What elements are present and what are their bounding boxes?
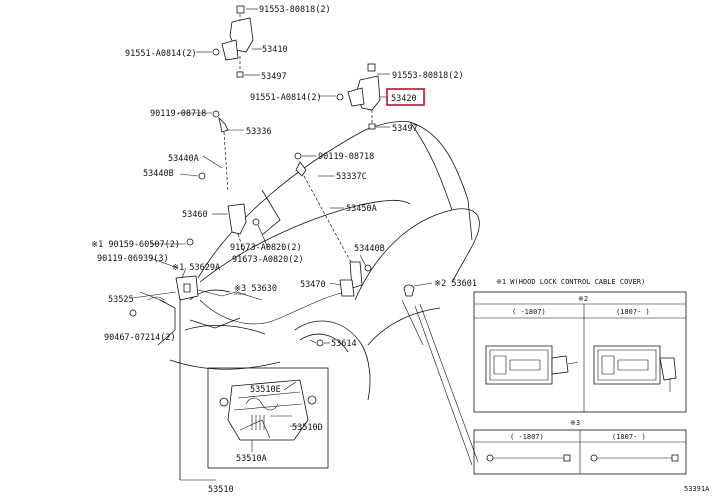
bolt-icon (129, 309, 137, 317)
inset-cable: ※3 ( -1807) (1807- ) (473, 419, 687, 475)
diagram-reference: 53391A (684, 485, 710, 493)
label-53630: ※3 53630 (234, 284, 277, 294)
hood-lock-detail-inset: 53510E 53510D 53510A 53510 (180, 367, 329, 495)
inset-mark-2: ※2 (578, 295, 588, 303)
label-90159: ※1 90159-60507(2) (91, 240, 180, 250)
label-53440A: 53440A (168, 154, 199, 164)
inset-col-right: (1807- ) (616, 308, 650, 316)
label-90119-b: 90119-08718 (318, 152, 374, 162)
hood-lock-release (212, 203, 269, 253)
label-53440B-left: 53440B (143, 169, 174, 179)
label-53450A: 53450A (346, 204, 377, 214)
label-53497-right: 53497 (392, 124, 418, 134)
label-90119-a: 90119-08718 (150, 109, 206, 119)
label-91551-right: 91551-A0814(2) (250, 93, 322, 103)
inset-title: ※1 W(HOOD LOCK CONTROL CABLE COVER) (496, 278, 645, 286)
label-90467: 90467-07214(2) (104, 333, 176, 343)
label-53510D: 53510D (292, 423, 323, 433)
label-53337C: 53337C (336, 172, 367, 182)
part-labels: 91553-80818(2) 91551-A0814(2) 53410 5349… (91, 5, 477, 349)
bolt-icon (212, 48, 220, 56)
hood-lock-left (129, 238, 263, 480)
inset-cable-col-left: ( -1807) (510, 433, 544, 441)
bolt-icon (236, 5, 245, 14)
bolt-icon (186, 238, 194, 246)
label-53614: 53614 (331, 339, 357, 349)
lock-cable (199, 279, 433, 347)
label-53525: 53525 (108, 295, 134, 305)
label-53410: 53410 (262, 45, 288, 55)
clip-icon (294, 152, 302, 160)
label-53420: 53420 (391, 94, 417, 104)
inset-col-left: ( -1807) (512, 308, 546, 316)
hinge-left (196, 5, 262, 78)
label-53460: 53460 (182, 210, 208, 220)
label-53629A: ※1 53629A (172, 263, 220, 273)
label-91553-right: 91553-80818(2) (392, 71, 464, 81)
label-91673-a: 91673-A0820(2) (230, 243, 302, 253)
hood-support-rod-left (178, 110, 244, 193)
label-53510: 53510 (208, 485, 234, 495)
label-53510E: 53510E (250, 385, 281, 395)
label-90119-c: 90119-06939(3) (97, 254, 169, 264)
label-53336: 53336 (246, 127, 272, 137)
inset-cable-cover: ※1 W(HOOD LOCK CONTROL CABLE COVER) ※2 (… (473, 278, 687, 413)
label-53601: ※2 53601 (434, 279, 477, 289)
clip-icon (212, 110, 220, 118)
bolt-icon (367, 63, 376, 72)
label-53440B-right: 53440B (354, 244, 385, 254)
label-91673-b: 91673-A0820(2) (232, 255, 304, 265)
hood-support-rod-right (294, 152, 372, 289)
inset-cable-col-right: (1807- ) (612, 433, 646, 441)
hood-outline (157, 121, 480, 466)
label-53497-top: 53497 (261, 72, 287, 82)
hinge-right (318, 63, 390, 130)
inset-mark-3: ※3 (570, 419, 580, 427)
highlight-box (386, 88, 425, 106)
label-91551-top: 91551-A0814(2) (125, 49, 197, 59)
label-53470: 53470 (300, 280, 326, 290)
label-91553-top: 91553-80818(2) (259, 5, 331, 15)
bolt-icon (336, 93, 344, 101)
label-53510A: 53510A (236, 454, 267, 464)
